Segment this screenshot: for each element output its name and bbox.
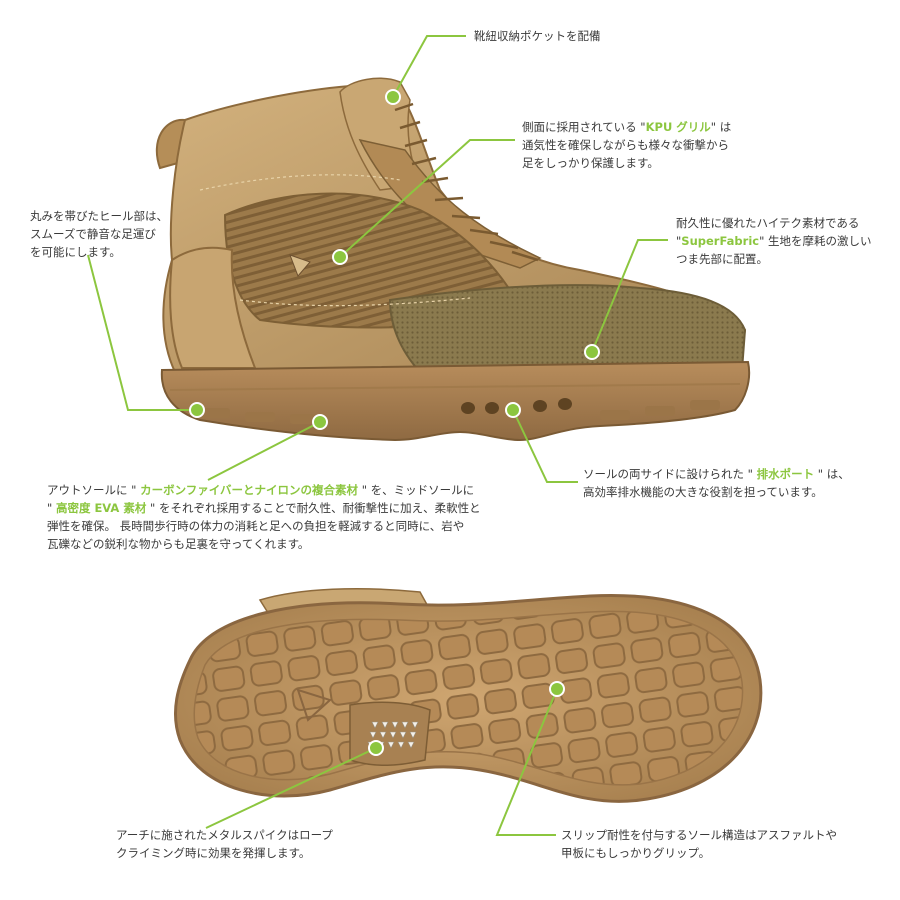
note-heel: 丸みを帯びたヒール部は、 スムーズで静音な足運び を可能にします。 <box>30 207 168 261</box>
note-drain-line1: ソールの両サイドに設けられた " 排水ポート " は、 <box>583 467 850 481</box>
callout-dot-kpu-grill <box>332 249 348 265</box>
note-kpu-grill-line2: 通気性を確保しながらも様々な衝撃から <box>522 138 729 152</box>
drain-port-highlight: 排水ポート <box>756 467 815 481</box>
note-kpu-grill-line3: 足をしっかり保護します。 <box>522 156 659 170</box>
note-spike: アーチに施されたメタルスパイクはロープ クライミング時に効果を発揮します。 <box>116 826 333 862</box>
note-heel-line1: 丸みを帯びたヒール部は、 <box>30 209 168 223</box>
callout-dot-outsole <box>312 414 328 430</box>
note-outsole: アウトソールに " カーボンファイバーとナイロンの複合素材 " を、ミッドソール… <box>47 481 481 553</box>
note-outsole-line3: 弾性を確保。 長時間歩行時の体力の消耗と足への負担を軽減すると同時に、岩や <box>47 519 465 533</box>
note-outsole-line2: " 高密度 EVA 素材 " をそれぞれ採用することで耐久性、耐衝撃性に加え、柔… <box>47 501 481 515</box>
note-heel-line2: スムーズで静音な足運び <box>30 227 156 241</box>
note-spike-line2: クライミング時に効果を発揮します。 <box>116 846 311 860</box>
note-superfabric: 耐久性に優れたハイテク素材である "SuperFabric" 生地を摩耗の激しい… <box>676 214 872 268</box>
note-lace-pocket: 靴紐収納ポケットを配備 <box>474 27 601 45</box>
kpu-grill-highlight: KPU グリル <box>645 120 711 134</box>
note-lace-pocket-text: 靴紐収納ポケットを配備 <box>474 29 601 43</box>
callout-dot-drain <box>505 402 521 418</box>
callout-markers <box>189 89 600 756</box>
callout-lines <box>87 35 668 836</box>
note-heel-line3: を可能にします。 <box>30 245 121 259</box>
note-outsole-line1: アウトソールに " カーボンファイバーとナイロンの複合素材 " を、ミッドソール… <box>47 483 475 497</box>
note-slip: スリップ耐性を付与するソール構造はアスファルトや 甲板にもしっかりグリップ。 <box>561 826 837 862</box>
note-superfabric-line3: つま先部に配置。 <box>676 252 768 266</box>
callout-dot-lace-pocket <box>385 89 401 105</box>
eva-highlight: 高密度 EVA 素材 <box>55 501 147 515</box>
note-slip-line2: 甲板にもしっかりグリップ。 <box>561 846 711 860</box>
note-drain-line2: 高効率排水機能の大きな役割を担っています。 <box>583 485 823 499</box>
note-superfabric-line1: 耐久性に優れたハイテク素材である <box>676 216 860 230</box>
note-kpu-grill: 側面に採用されている "KPU グリル" は 通気性を確保しながらも様々な衝撃か… <box>522 118 731 172</box>
superfabric-highlight: SuperFabric <box>681 234 760 248</box>
callout-dot-heel <box>189 402 205 418</box>
note-outsole-line4: 瓦礫などの鋭利な物からも足裏を守ってくれます。 <box>47 537 310 551</box>
callout-dot-spike <box>368 740 384 756</box>
note-slip-line1: スリップ耐性を付与するソール構造はアスファルトや <box>561 828 837 842</box>
note-drain: ソールの両サイドに設けられた " 排水ポート " は、 高効率排水機能の大きな役… <box>583 465 850 501</box>
outsole-material-highlight: カーボンファイバーとナイロンの複合素材 <box>140 483 359 497</box>
boot-sole-bottom-view <box>173 587 763 803</box>
note-spike-line1: アーチに施されたメタルスパイクはロープ <box>116 828 333 842</box>
note-kpu-grill-line1: 側面に採用されている "KPU グリル" は <box>522 120 732 134</box>
boot-side-view <box>155 77 751 442</box>
note-superfabric-line2: "SuperFabric" 生地を摩耗の激しい <box>676 234 872 248</box>
callout-dot-slip <box>549 681 565 697</box>
callout-dot-superfabric <box>584 344 600 360</box>
